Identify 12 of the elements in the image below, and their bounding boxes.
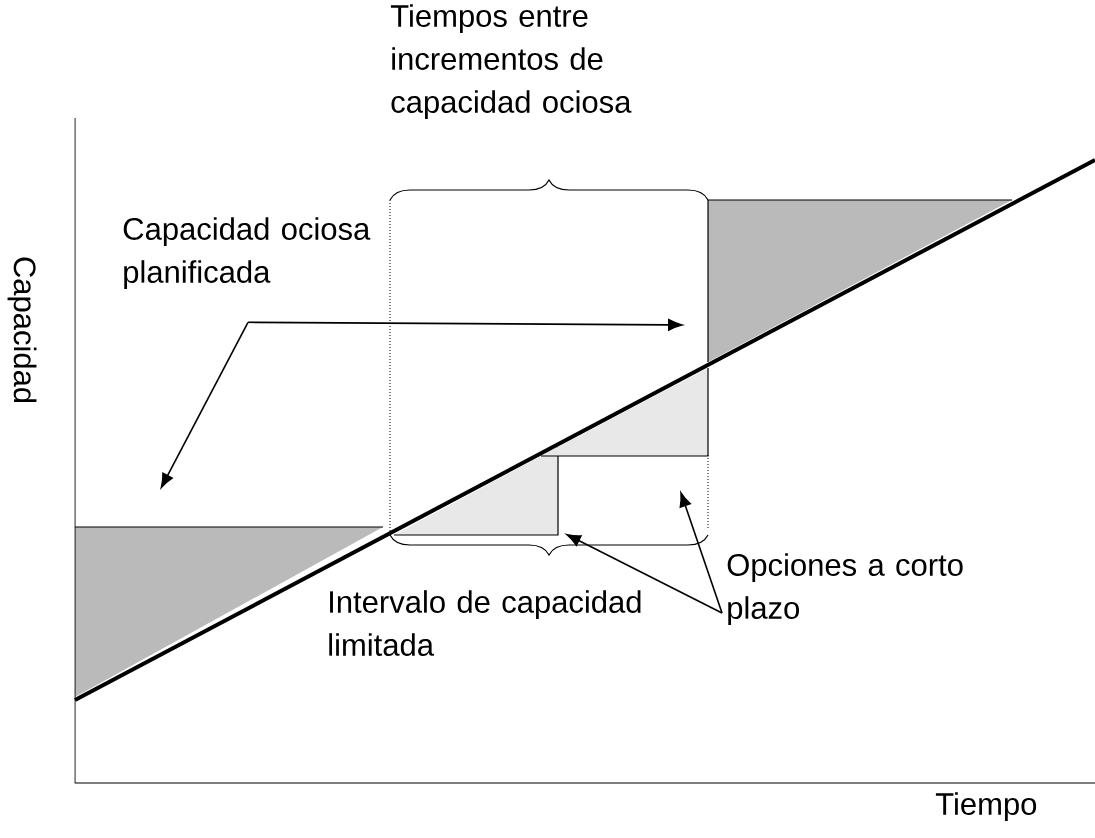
arrow (247, 319, 683, 331)
arrow (679, 492, 723, 614)
axis-label: Tiempo (935, 792, 1037, 822)
arrow (566, 533, 723, 614)
arrow (160, 321, 249, 488)
callout-text: Capacidad ociosa planificada (123, 217, 371, 290)
shortfall-triangle (540, 367, 709, 457)
callout-text: Opciones a corto plazo (727, 553, 963, 626)
axis-label: Capacidad (7, 257, 37, 403)
brace-label: Tiempos entre incrementos de capacidad ociosa (390, 4, 632, 120)
brace-label: Intervalo de capacidad limitada (329, 590, 641, 656)
shaded-triangle (707, 199, 1013, 363)
